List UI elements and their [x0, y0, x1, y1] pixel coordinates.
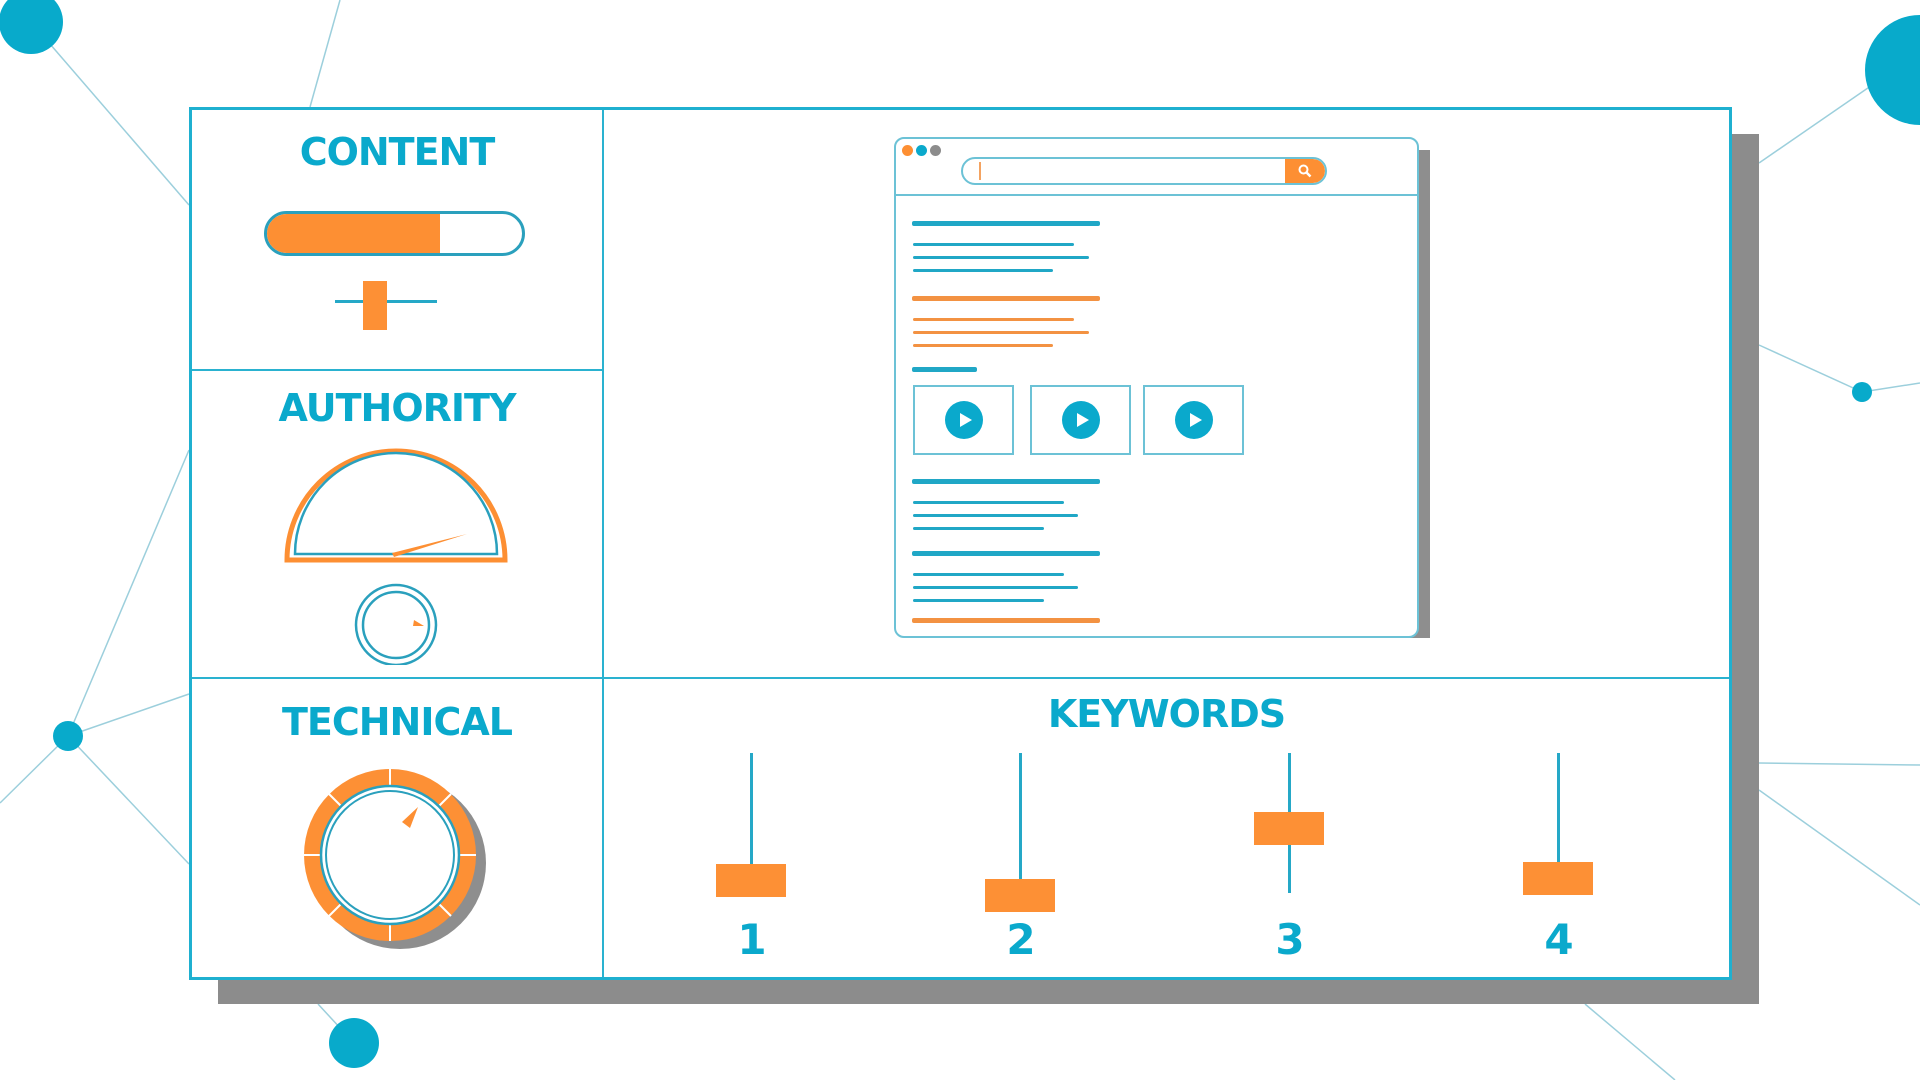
content-title: CONTENT	[299, 130, 496, 174]
text-line	[913, 269, 1053, 272]
window-dot-blue[interactable]	[916, 145, 927, 156]
video-thumbnail[interactable]	[1030, 385, 1131, 455]
video-thumbnail[interactable]	[1143, 385, 1244, 455]
divider-vertical	[602, 110, 604, 977]
network-node	[329, 1018, 379, 1068]
heading-line	[912, 479, 1100, 484]
video-thumbnail[interactable]	[913, 385, 1014, 455]
text-line	[913, 256, 1089, 259]
network-node	[1865, 15, 1920, 125]
network-node	[53, 721, 83, 751]
text-line	[913, 318, 1074, 321]
keyword-label: 1	[737, 915, 767, 964]
heading-line	[912, 551, 1100, 556]
text-caret	[979, 162, 981, 180]
progress-bar-icon	[264, 211, 525, 256]
network-node	[0, 0, 63, 54]
heading-line	[912, 367, 977, 372]
progress-bar-fill	[267, 214, 441, 253]
search-input[interactable]	[961, 157, 1327, 185]
search-icon	[1298, 164, 1312, 178]
text-line	[913, 501, 1064, 504]
heading-line	[912, 618, 1100, 623]
technical-title: TECHNICAL	[281, 700, 513, 744]
keyword-label: 3	[1275, 915, 1305, 964]
text-line	[913, 573, 1064, 576]
divider-horizontal	[192, 369, 602, 371]
text-line	[913, 344, 1053, 347]
keyword-label: 4	[1544, 915, 1574, 964]
keyword-label: 2	[1006, 915, 1036, 964]
heading-line	[912, 296, 1100, 301]
heading-line	[912, 221, 1100, 226]
text-line	[913, 243, 1074, 246]
window-dot-orange[interactable]	[902, 145, 913, 156]
authority-title: AUTHORITY	[278, 386, 517, 430]
search-button[interactable]	[1285, 159, 1325, 183]
browser-header	[896, 139, 1417, 196]
text-line	[913, 586, 1078, 589]
play-icon[interactable]	[944, 401, 983, 439]
text-line	[913, 331, 1089, 334]
network-node	[1852, 382, 1872, 402]
play-icon[interactable]	[1061, 401, 1100, 439]
browser-window	[894, 137, 1419, 638]
speedometer-gauge-icon	[284, 448, 508, 665]
play-icon[interactable]	[1174, 401, 1213, 439]
text-line	[913, 599, 1044, 602]
rotary-dial-icon[interactable]	[292, 760, 492, 960]
divider-horizontal	[192, 677, 1729, 679]
keywords-title: KEYWORDS	[1047, 692, 1286, 736]
text-line	[913, 514, 1078, 517]
text-line	[913, 527, 1044, 530]
window-dot-gray[interactable]	[930, 145, 941, 156]
